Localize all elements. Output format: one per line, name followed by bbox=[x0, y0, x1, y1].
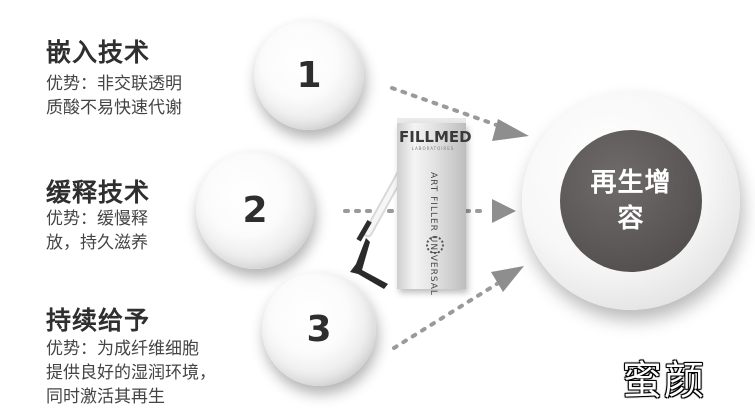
product-box bbox=[397, 123, 466, 289]
product-spine-label: ART FILLER UNIVERSAL bbox=[428, 172, 438, 296]
arrow-1-line bbox=[390, 86, 507, 130]
item-2-desc-line2: 放，持久滋养 bbox=[46, 233, 148, 253]
item-2-desc-line1: 优势：缓慢释 bbox=[46, 209, 148, 229]
step-2-number: 2 bbox=[242, 189, 268, 231]
item-2-title: 缓释技术 bbox=[46, 178, 151, 207]
target-inner-circle: 再生增 容 bbox=[560, 130, 702, 272]
step-2-circle: 2 bbox=[196, 151, 314, 269]
item-1-title: 嵌入技术 bbox=[46, 38, 151, 67]
product-brand-sub: LABORATOIRES bbox=[411, 146, 455, 151]
product-ring-icon bbox=[426, 236, 444, 254]
item-1-desc-line2: 质酸不易快速代谢 bbox=[46, 98, 182, 118]
product-box-top bbox=[397, 118, 466, 126]
target-label: 再生增 容 bbox=[575, 165, 687, 237]
step-1-number: 1 bbox=[296, 54, 322, 96]
item-3-desc-line3: 同时激活其再生 bbox=[46, 387, 165, 407]
step-1-circle: 1 bbox=[254, 20, 364, 130]
product-brand: FILLMED bbox=[399, 128, 472, 146]
item-3-desc-line1: 优势：为成纤维细胞 bbox=[46, 339, 199, 359]
step-3-number: 3 bbox=[306, 308, 332, 350]
target-label-line1: 再生增 bbox=[590, 168, 672, 198]
item-1-desc-line1: 优势：非交联透明 bbox=[46, 74, 182, 94]
target-circle: 再生增 容 bbox=[522, 92, 740, 310]
item-3-desc-line2: 提供良好的湿润环境， bbox=[46, 363, 216, 383]
watermark: 蜜颜 bbox=[622, 358, 706, 404]
step-3-circle: 3 bbox=[262, 272, 376, 386]
arrow-2-head bbox=[492, 199, 516, 223]
arrow-1-head bbox=[492, 119, 529, 141]
item-3-title: 持续给予 bbox=[46, 306, 151, 335]
target-label-line2: 容 bbox=[617, 204, 645, 234]
arrow-3-head bbox=[491, 266, 524, 292]
arrow-3-line bbox=[392, 280, 502, 350]
